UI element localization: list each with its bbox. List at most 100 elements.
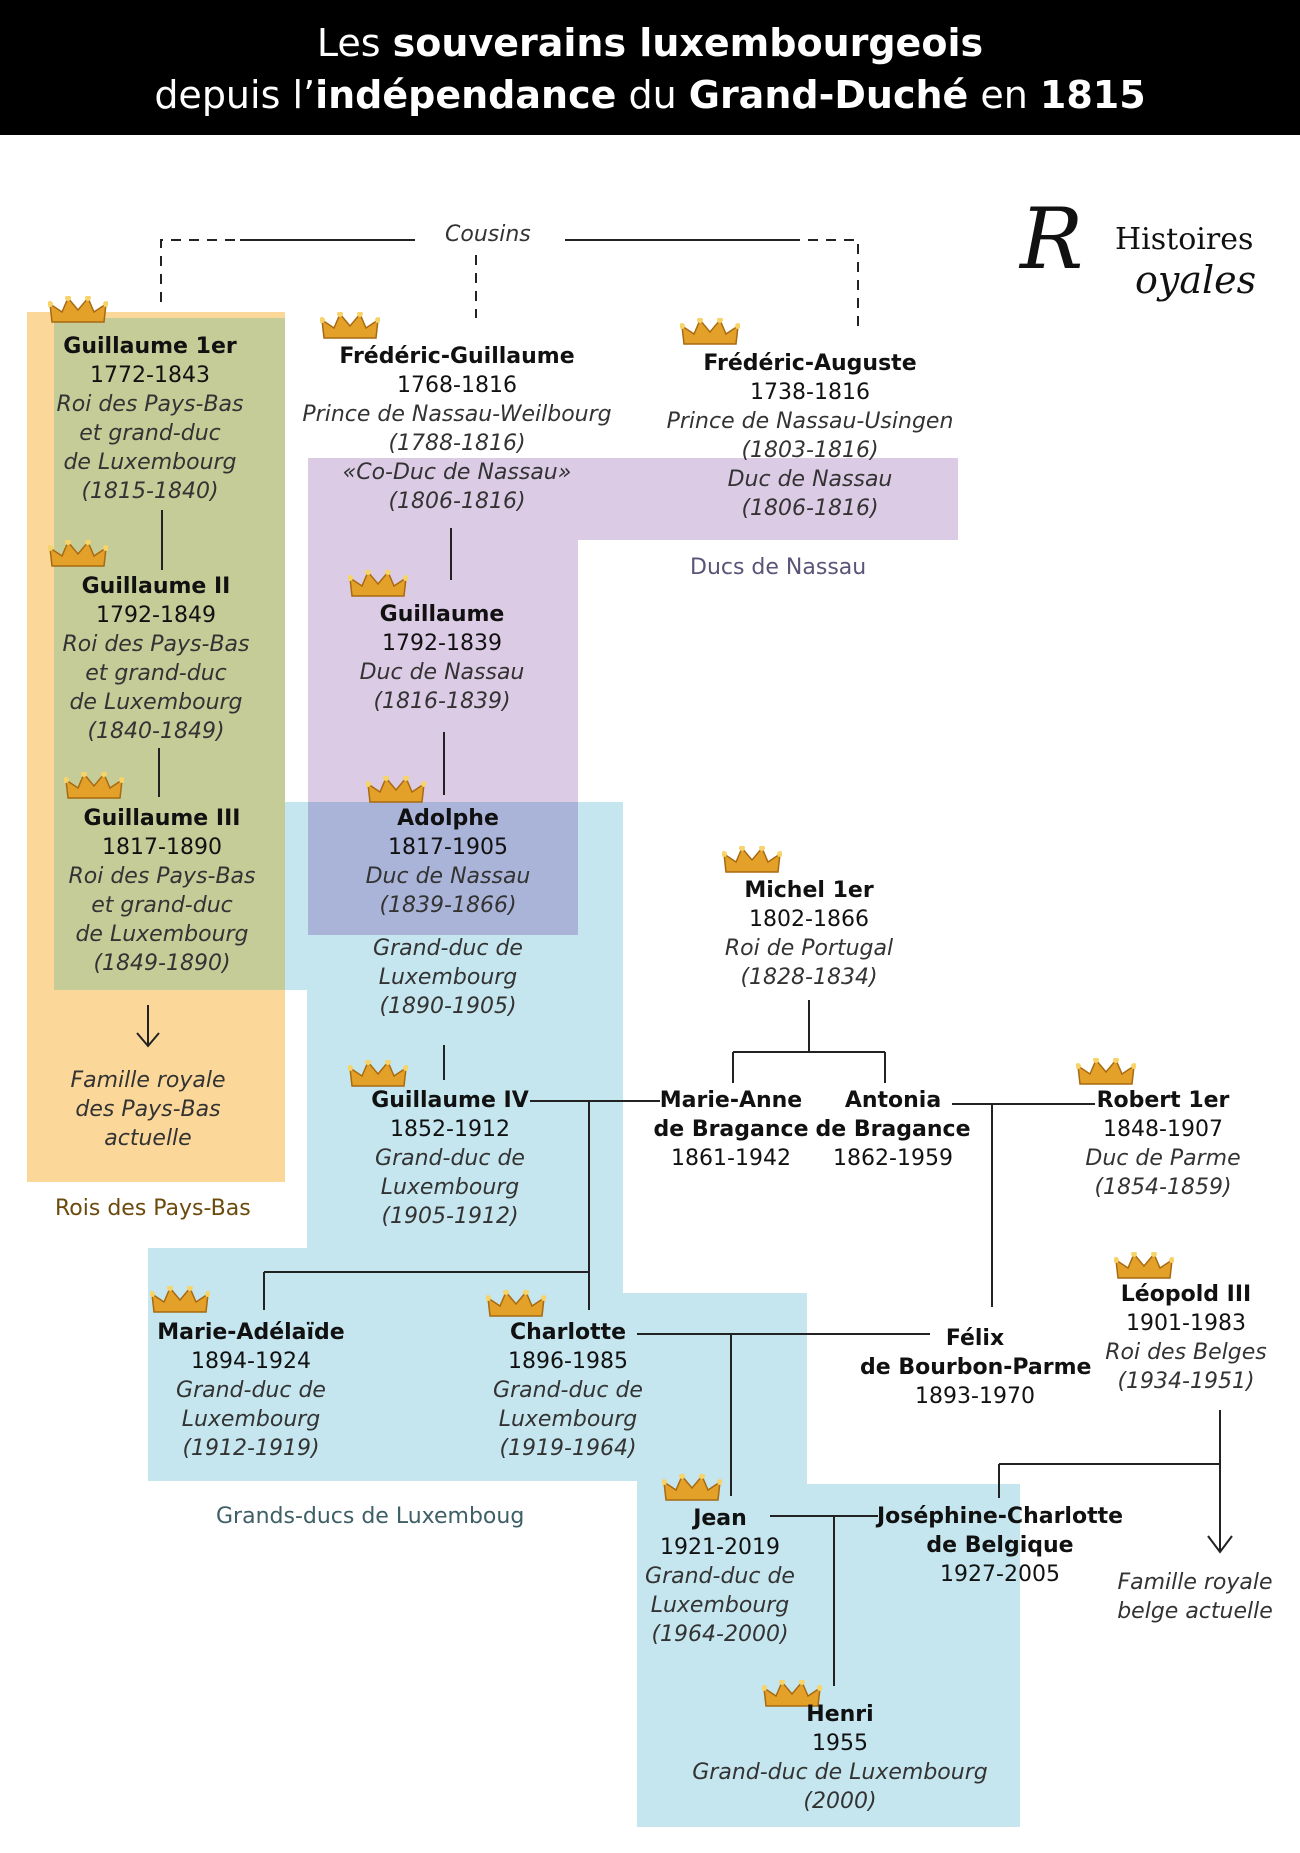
cousins-connector (160, 239, 859, 334)
note-line: des Pays-Bas (75, 1097, 221, 1122)
note-line: actuelle (104, 1126, 192, 1151)
crown-icon (48, 296, 108, 323)
crown-icon (348, 1060, 408, 1087)
note-famille-pays-bas: Famille royale des Pays-Bas actuelle (48, 1066, 248, 1153)
person-title: Roi de Portugal (724, 936, 894, 961)
person-name: Guillaume 1er (63, 334, 237, 359)
person-title: Luxembourg (380, 1175, 520, 1200)
crown-icon (366, 776, 426, 803)
person-jean: Jean 1921-2019 Grand-duc de Luxembourg (… (620, 1504, 820, 1649)
crown-icon (48, 540, 108, 567)
person-guillaume-ii: Guillaume II 1792-1849 Roi des Pays-Bas … (56, 572, 256, 746)
person-reign: (1806-1816) (388, 489, 526, 514)
region-overlap-green (54, 318, 285, 990)
person-robert-1er: Robert 1er 1848-1907 Duc de Parme (1854-… (1063, 1086, 1263, 1202)
person-years: 1861-1942 (671, 1146, 791, 1171)
person-name: Marie-Anne (659, 1088, 803, 1113)
region-grands-ducs (148, 802, 1020, 1827)
person-name: Guillaume III (83, 806, 241, 831)
person-marie-anne: Marie-Anne de Bragance 1861-1942 (651, 1086, 811, 1173)
note-famille-belge: Famille royale belge actuelle (1090, 1568, 1300, 1626)
person-josephine-charlotte: Joséphine-Charlotte de Belgique 1927-200… (870, 1502, 1130, 1589)
person-years: 1792-1849 (96, 603, 216, 628)
person-reign: (1815-1840) (81, 479, 219, 504)
person-title: Duc de Parme (1085, 1146, 1241, 1171)
person-name: Marie-Adélaïde (157, 1320, 345, 1345)
person-title: et grand-duc (91, 893, 233, 918)
person-years: 1894-1924 (191, 1349, 311, 1374)
person-reign: (1788-1816) (388, 431, 526, 456)
person-marie-adelaide: Marie-Adélaïde 1894-1924 Grand-duc de Lu… (151, 1318, 351, 1463)
person-years: 1901-1983 (1126, 1311, 1246, 1336)
crown-icon (64, 772, 124, 799)
note-line: belge actuelle (1117, 1599, 1273, 1624)
person-years: 1896-1985 (508, 1349, 628, 1374)
person-years: 1893-1970 (915, 1384, 1035, 1409)
title-text: depuis l’ (154, 73, 316, 117)
person-frederic-guillaume: Frédéric-Guillaume 1768-1816 Prince de N… (297, 342, 617, 516)
person-name: de Bourbon-Parme (860, 1355, 1092, 1380)
person-name: de Bragance (815, 1117, 971, 1142)
crown-icon (1076, 1058, 1136, 1085)
title-text: Grand-Duché (688, 73, 969, 117)
person-reign: (1890-1905) (379, 994, 517, 1019)
person-title: et grand-duc (85, 661, 227, 686)
person-name: Joséphine-Charlotte (876, 1504, 1124, 1529)
title-line-2: depuis l’indépendance du Grand-Duché en … (0, 70, 1300, 120)
person-reign: (1934-1951) (1117, 1369, 1255, 1394)
person-reign: (1839-1866) (379, 893, 517, 918)
title-text: 1815 (1039, 73, 1146, 117)
person-reign: (1840-1849) (87, 719, 225, 744)
person-reign: (1816-1839) (373, 689, 511, 714)
person-years: 1955 (812, 1731, 868, 1756)
person-name: de Bragance (653, 1117, 809, 1142)
person-title: Prince de Nassau-Usingen (666, 409, 954, 434)
person-name: Adolphe (397, 806, 499, 831)
person-antonia: Antonia de Bragance 1862-1959 (813, 1086, 973, 1173)
crown-icon (762, 1680, 822, 1707)
person-title: Prince de Nassau-Weilbourg (302, 402, 612, 427)
title-text: indépendance (315, 73, 617, 117)
person-adolphe: Adolphe 1817-1905 Duc de Nassau (1839-18… (348, 804, 548, 1021)
person-years: 1848-1907 (1103, 1117, 1223, 1142)
person-title: de Luxembourg (63, 450, 237, 475)
person-title: Roi des Pays-Bas (56, 392, 244, 417)
person-henri: Henri 1955 Grand-duc de Luxembourg (2000… (680, 1700, 1000, 1816)
title-text: du (616, 73, 689, 117)
person-years: 1738-1816 (750, 380, 870, 405)
person-title: «Co-Duc de Nassau» (342, 460, 572, 485)
person-title: Luxembourg (181, 1407, 321, 1432)
crown-icon (1114, 1252, 1174, 1279)
person-years: 1768-1816 (397, 373, 517, 398)
person-title: Grand-duc de (176, 1378, 326, 1403)
person-guillaume-iii: Guillaume III 1817-1890 Roi des Pays-Bas… (62, 804, 262, 978)
person-title: Luxembourg (650, 1593, 790, 1618)
crown-icon (680, 318, 740, 345)
person-name: Léopold III (1120, 1282, 1252, 1307)
person-years: 1817-1890 (102, 835, 222, 860)
person-name: Michel 1er (744, 878, 874, 903)
person-title: Duc de Nassau (727, 467, 893, 492)
person-years: 1792-1839 (382, 631, 502, 656)
person-reign: (1806-1816) (741, 496, 879, 521)
person-title: de Luxembourg (69, 690, 243, 715)
crown-icon (150, 1286, 210, 1313)
title-text: souverains luxembourgeois (392, 21, 984, 65)
person-guillaume-1er: Guillaume 1er 1772-1843 Roi des Pays-Bas… (50, 332, 250, 506)
person-name: Guillaume IV (371, 1088, 529, 1113)
person-years: 1927-2005 (940, 1562, 1060, 1587)
note-line: Famille royale (70, 1068, 226, 1093)
person-title: et grand-duc (79, 421, 221, 446)
crown-icon (348, 570, 408, 597)
person-reign: (1919-1964) (499, 1436, 637, 1461)
person-years: 1817-1905 (388, 835, 508, 860)
person-title: Grand-duc de Luxembourg (692, 1760, 988, 1785)
person-name: Guillaume (379, 602, 505, 627)
person-name: Antonia (844, 1088, 942, 1113)
person-title: Grand-duc de (373, 936, 523, 961)
person-title: Roi des Pays-Bas (68, 864, 256, 889)
person-reign: (1828-1834) (740, 965, 878, 990)
crown-icon (486, 1290, 546, 1317)
lineage-lines (136, 510, 1233, 1686)
logo-word: Histoires (1115, 222, 1254, 257)
